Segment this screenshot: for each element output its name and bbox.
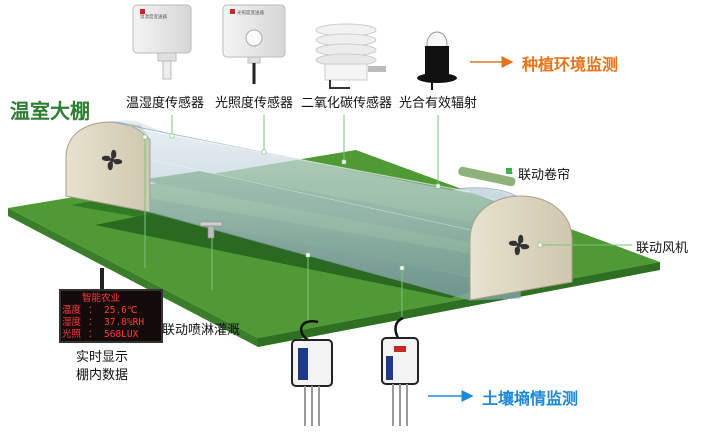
soil-monitor-label: 土壤墒情监测 [482,389,579,408]
curtain-marker [506,168,512,174]
display-humidity-name: 湿度 [62,316,82,328]
display-temp-name: 温度 [62,304,82,316]
soil-sensor-device [291,320,333,426]
sprinkler-icon [199,221,223,239]
display-caption-line2: 棚内数据 [76,368,129,383]
display-humidity-value: 37.8%RH [104,317,144,328]
fan-label: 联动风机 [636,241,689,256]
par-sensor-device [417,31,457,90]
display-title: 智能农业 [82,292,120,304]
temp-humidity-sensor-device: 温湿度变送器 [132,4,192,80]
sprinkler-label: 联动喷淋灌溉 [162,323,241,338]
light-intensity-sensor-device: 光照度变送器 [222,4,286,84]
display-caption-line1: 实时显示 [76,350,129,365]
sensor-label-co2: 二氧化碳传感器 [301,96,393,111]
greenhouse [65,120,573,301]
fan-icon [101,149,123,171]
display-light-sep: ： [88,329,98,340]
device-label: 光照度变送器 [237,9,264,16]
sensor-label-light: 光照度传感器 [215,96,294,111]
co2-sensor-device [315,23,386,89]
fan-icon [508,234,530,256]
soil-sensor-device [381,316,419,426]
display-light-value: 568LUX [104,329,139,340]
connector-lines [144,115,632,322]
device-label: 温湿度变送器 [140,13,167,20]
page-title: 温室大棚 [10,99,90,123]
sensor-label-temp-humidity: 温湿度传感器 [126,96,205,111]
led-display: 智能农业 温度 ： 25.6℃ 湿度 ： 37.8%RH 光照 ： 568LUX [59,268,163,343]
display-temp-sep: ： [88,305,98,316]
display-light-name: 光照 [62,328,82,340]
connector-dots [142,133,543,271]
curtain-label: 联动卷帘 [518,168,571,183]
planting-monitor-label: 种植环境监测 [522,55,619,74]
display-temp-value: 25.6℃ [104,305,138,316]
sensor-label-par: 光合有效辐射 [399,96,478,111]
display-humidity-sep: ： [88,317,98,328]
